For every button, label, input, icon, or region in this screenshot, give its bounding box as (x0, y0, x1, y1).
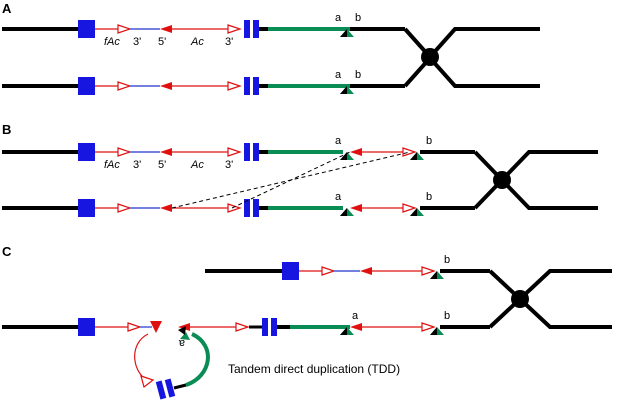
site-a-label: a (335, 191, 342, 203)
label-3prime: 3' (133, 36, 141, 48)
label-fac: fAc (104, 159, 120, 171)
label-3prime: 3' (225, 159, 233, 171)
tdd-caption: Tandem direct duplication (TDD) (228, 362, 400, 376)
panel-b-chromosome-bottom (2, 177, 598, 217)
excised-circle (134, 326, 210, 400)
panel-label-c: C (2, 244, 12, 259)
filled-arrow-icon (150, 321, 162, 333)
label-ac: Ac (190, 159, 204, 171)
panel-a-chromosome-top (2, 20, 540, 61)
site-a-label: a (352, 310, 359, 322)
label-5prime: 5' (158, 36, 166, 48)
label-ac: Ac (190, 36, 204, 48)
dashed-exchange-line (231, 151, 351, 209)
site-a-label: a (335, 12, 342, 24)
site-b-label: b (355, 69, 361, 81)
label-fac: fAc (104, 36, 120, 48)
panel-a-chromosome-bottom (2, 54, 540, 95)
crossover-node (421, 48, 439, 66)
panel-b-chromosome-top (2, 143, 598, 183)
panel-label-a: A (2, 1, 12, 16)
filled-arrow-icon (160, 25, 172, 33)
site-a-label: a (335, 69, 342, 81)
label-5prime: 5' (158, 159, 166, 171)
site-b-label: b (444, 310, 450, 322)
open-arrow-icon (117, 24, 132, 34)
exon-block (78, 20, 95, 38)
site-b-label: b (444, 254, 450, 266)
panel-c-chromosome-top (205, 262, 612, 302)
site-a-label: a (335, 135, 342, 147)
crossover-node (511, 290, 529, 308)
panel-c-chromosome-bottom (2, 296, 612, 336)
site-b-label: b (426, 191, 432, 203)
crossover-node (493, 171, 511, 189)
site-a-label-inverted: a (178, 337, 185, 349)
label-3prime: 3' (133, 159, 141, 171)
open-arrow-icon (140, 375, 155, 389)
site-b-label: b (426, 135, 432, 147)
label-3prime: 3' (225, 36, 233, 48)
panel-label-b: B (2, 122, 11, 137)
site-b-label: b (355, 12, 361, 24)
